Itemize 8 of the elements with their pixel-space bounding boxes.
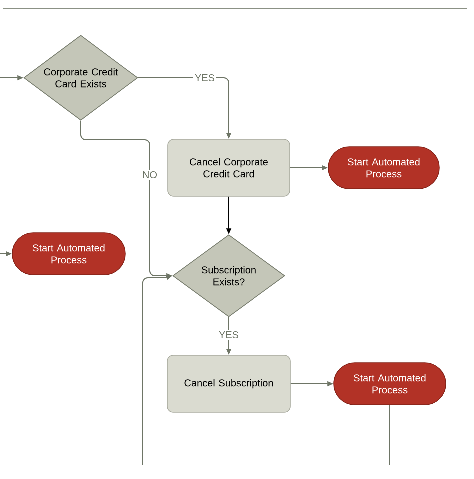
- terminator-pill: Start Automated Process: [328, 146, 440, 190]
- process-box: Cancel Corporate Credit Card: [168, 139, 290, 197]
- terminator-pill: Start Automated Process: [334, 362, 446, 406]
- edge-label: NO: [141, 170, 159, 180]
- terminator-pill: Start Automated Process: [12, 232, 126, 276]
- edge-label: YES: [218, 330, 240, 340]
- process-box: Cancel Subscription: [167, 355, 291, 413]
- edge-label: YES: [194, 72, 216, 84]
